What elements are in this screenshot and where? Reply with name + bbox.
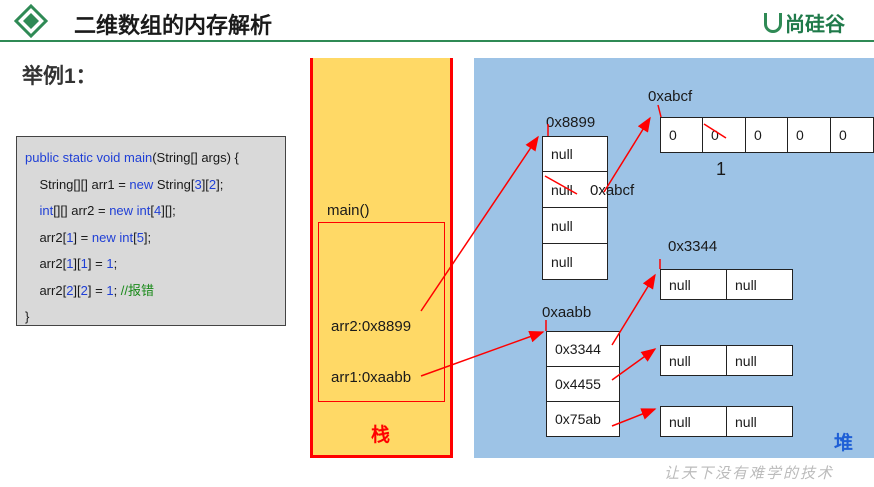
addr-abcf-ref: 0xabcf: [590, 182, 635, 199]
example-title: 举例1：: [22, 65, 97, 88]
arrow-3344-to-inner-a: [611, 273, 656, 346]
arr1-cell-2: 0x75ab: [546, 401, 620, 437]
inner-b-cell-0: null: [660, 345, 727, 376]
arr2-cell-3: null: [542, 243, 608, 280]
frame-label: main(): [327, 202, 370, 219]
code-line-3: int[][] arr2 = new int[4][];: [39, 203, 176, 218]
code-line-4: arr2[1] = new int[5];: [25, 229, 152, 245]
inner-a-cell-1: null: [726, 269, 793, 300]
inner-c-cell-0: null: [660, 406, 727, 437]
stack-var-arr2: arr2:0x8899: [331, 318, 412, 335]
stack-area: [310, 58, 453, 458]
abcf-cell-1: 0: [702, 117, 746, 153]
code-line-2: String[][] arr1 = new String[3][2];: [25, 176, 224, 192]
abcf-cell-2: 0: [745, 117, 788, 153]
abcf-new-value: 1: [716, 159, 727, 179]
code-line-1: public static void main(String[] args) {: [25, 150, 239, 165]
inner-a-cell-0: null: [660, 269, 727, 300]
addr-3344: 0x3344: [668, 238, 718, 255]
inner-b-cell-1: null: [726, 345, 793, 376]
stack-label: 栈: [371, 425, 391, 446]
strike-null: [544, 175, 578, 195]
tick-abcf: [657, 104, 662, 118]
arrow-75ab-to-inner-c: [611, 408, 657, 427]
arrow-4455-to-inner-b: [611, 348, 657, 381]
brand-u-icon: [764, 12, 782, 33]
arrow-8899-1-to-abcf: [603, 116, 651, 193]
brand-name: 尚硅谷: [785, 14, 845, 36]
arr1-cell-0: 0x3344: [546, 331, 620, 367]
arrow-arr2-to-8899: [420, 135, 539, 312]
code-block: public static void main(String[] args) {…: [16, 136, 286, 326]
addr-aabb: 0xaabb: [542, 304, 592, 321]
footer-slogan: 让天下没有难学的技术: [664, 464, 835, 482]
brand-logo: 尚硅谷: [764, 8, 845, 37]
main-frame: [318, 222, 445, 402]
inner-c-cell-1: null: [726, 406, 793, 437]
abcf-cell-0: 0: [660, 117, 703, 153]
arrow-arr1-to-aabb: [420, 330, 545, 377]
header-divider: [0, 40, 874, 42]
strike-zero: [703, 123, 727, 139]
stack-var-arr1: arr1:0xaabb: [331, 369, 412, 386]
arr2-cell-1: null: [542, 171, 608, 208]
heap-label: 堆: [834, 433, 854, 454]
addr-8899: 0x8899: [546, 114, 596, 131]
addr-abcf: 0xabcf: [648, 88, 693, 105]
code-line-5: arr2[1][1] = 1;: [25, 256, 118, 271]
abcf-cell-3: 0: [787, 117, 831, 153]
code-line-7: }: [25, 309, 30, 324]
page-title: 二维数组的内存解析: [74, 13, 273, 38]
logo-icon: [14, 4, 48, 38]
code-line-6: arr2[2][2] = 1; //报错: [25, 282, 155, 298]
